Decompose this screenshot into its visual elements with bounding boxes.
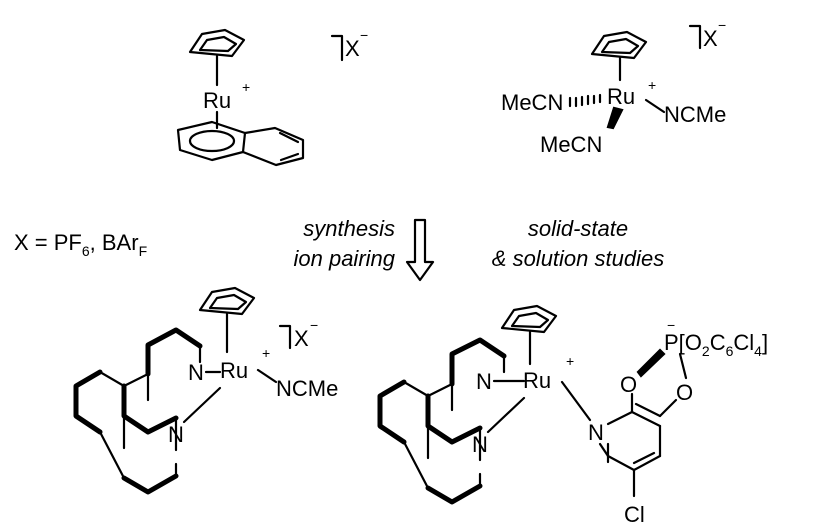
phenanthroline-ligand-1 (73, 327, 203, 495)
phosphorus-charge: − (667, 317, 675, 333)
complex-4: N N Ru + N O O P[O2C6C (377, 304, 768, 527)
charge-plus: + (648, 77, 656, 93)
naphthalene-ligand (176, 110, 305, 167)
nitrogen-pyridine: N (588, 420, 604, 445)
complex-1: Ru + X − (176, 27, 368, 167)
cp-ring-3 (198, 286, 256, 354)
chlorine-label: Cl (624, 502, 645, 527)
ruthenium-label: Ru (607, 84, 635, 109)
bracket-3 (278, 324, 292, 350)
pyridine-ring (598, 392, 678, 498)
nitrogen-2: N (168, 422, 184, 447)
counterion-charge: − (360, 27, 368, 43)
charge-plus: + (566, 353, 574, 369)
ruthenium-label: Ru (220, 358, 248, 383)
counterion-charge: − (310, 317, 318, 333)
down-arrow (405, 218, 435, 282)
oxygen-2: O (676, 380, 693, 405)
charge-plus: + (242, 79, 250, 95)
caption-synthesis: synthesis (303, 216, 395, 241)
counterion-x: X (294, 326, 309, 351)
wedge-bond (606, 106, 624, 130)
ligand-mecn-left: MeCN (501, 90, 563, 115)
wedge-bond-o-p (636, 348, 666, 378)
ruthenium-label: Ru (523, 368, 551, 393)
oxygen-1: O (620, 372, 637, 397)
nitrogen-2: N (472, 432, 488, 457)
cp-ring-4 (500, 304, 558, 366)
ligand-ncme: NCMe (276, 376, 338, 401)
nitrogen-1: N (188, 360, 204, 385)
cp-ring-2 (590, 30, 648, 82)
caption-solid-state: solid-state (528, 216, 628, 241)
ligand-ncme-right: NCMe (664, 102, 726, 127)
caption-ion-pairing: ion pairing (293, 246, 395, 271)
cp-ring-1 (188, 28, 246, 87)
counterion-x: X (345, 36, 360, 61)
bracket-1 (330, 34, 344, 62)
x-definition-text: X = PF6, BArF (14, 230, 147, 259)
complex-3: N N Ru + NCMe X − (73, 286, 338, 495)
phenanthroline-ligand-2 (377, 337, 507, 505)
counterion-charge: − (718, 17, 726, 33)
charge-plus: + (262, 345, 270, 361)
nitrogen-1: N (476, 369, 492, 394)
complex-2: Ru + MeCN NCMe MeCN X − (501, 17, 726, 157)
hashed-bond (568, 93, 602, 108)
ruthenium-label: Ru (203, 88, 231, 113)
phosphorus-group: P[O2C6Cl4] (664, 330, 768, 359)
ligand-mecn-bottom: MeCN (540, 132, 602, 157)
bracket-2 (688, 24, 702, 50)
counterion-x: X (703, 26, 718, 51)
x-definition: X = PF6, BArF (14, 230, 147, 259)
caption-solution-studies: & solution studies (492, 246, 664, 271)
